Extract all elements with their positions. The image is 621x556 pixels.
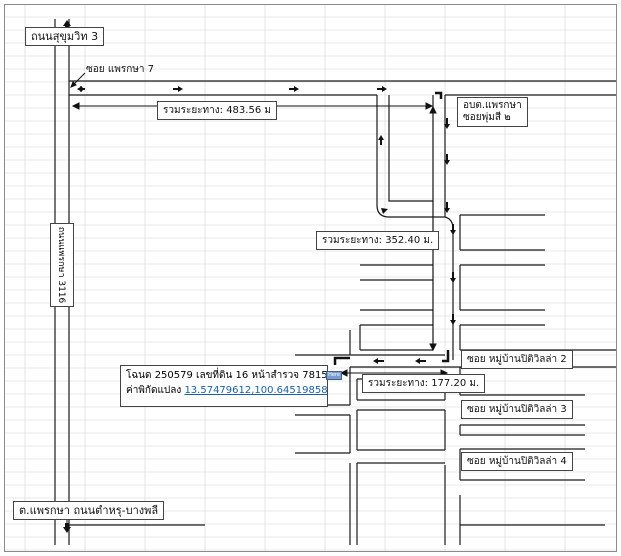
distance-label-3: รวมระยะทาง: 177.20 ม.: [362, 374, 486, 393]
office-label: อบต.แพรกษา ซอยพุ่มสี ๒: [457, 97, 528, 127]
parcel-line-2: ค่าพิกัดแปลง 13.57479612,100.64519858: [126, 383, 328, 398]
map-frame: ถนนสุขุมวิท 3 ซอย แพรกษา 7 รวมระยะทาง: 4…: [4, 4, 617, 552]
distance-label-1: รวมระยะทาง: 483.56 ม: [157, 101, 277, 120]
route-map: [5, 5, 616, 551]
direction-arrows: [63, 20, 456, 533]
grid-lines: [5, 5, 616, 551]
village-2-label: ซอย หมู่บ้านปิติวิลล่า 2: [461, 350, 573, 369]
parcel-line-1: โฉนด 250579 เลขที่ดิน 16 หน้าสำรวจ 7815: [126, 370, 328, 381]
village-3-label: ซอย หมู่บ้านปิติวิลล่า 3: [461, 400, 573, 419]
distance-label-2: รวมระยะทาง: 352.40 ม.: [316, 231, 440, 250]
vertical-road-text: ถนนแพรกษา 3116: [56, 226, 66, 304]
top-road-label: ถนนสุขุมวิท 3: [25, 27, 105, 46]
distance-markers: [66, 72, 449, 523]
soi-label: ซอย แพรกษา 7: [86, 64, 155, 75]
parcel-coords-prefix: ค่าพิกัดแปลง: [126, 385, 185, 396]
bottom-road-label: ต.แพรกษา ถนนตำหรุ-บางพลี: [13, 501, 165, 520]
parcel-info-box: โฉนด 250579 เลขที่ดิน 16 หน้าสำรวจ 7815 …: [120, 365, 328, 407]
vertical-road-label: ถนนแพรกษา 3116: [50, 223, 74, 307]
route-path: [333, 91, 450, 365]
village-4-label: ซอย หมู่บ้านปิติวิลล่า 4: [461, 452, 573, 471]
location-pin: Here: [326, 371, 342, 380]
parcel-coords-link[interactable]: 13.57479612,100.64519858: [184, 385, 328, 396]
